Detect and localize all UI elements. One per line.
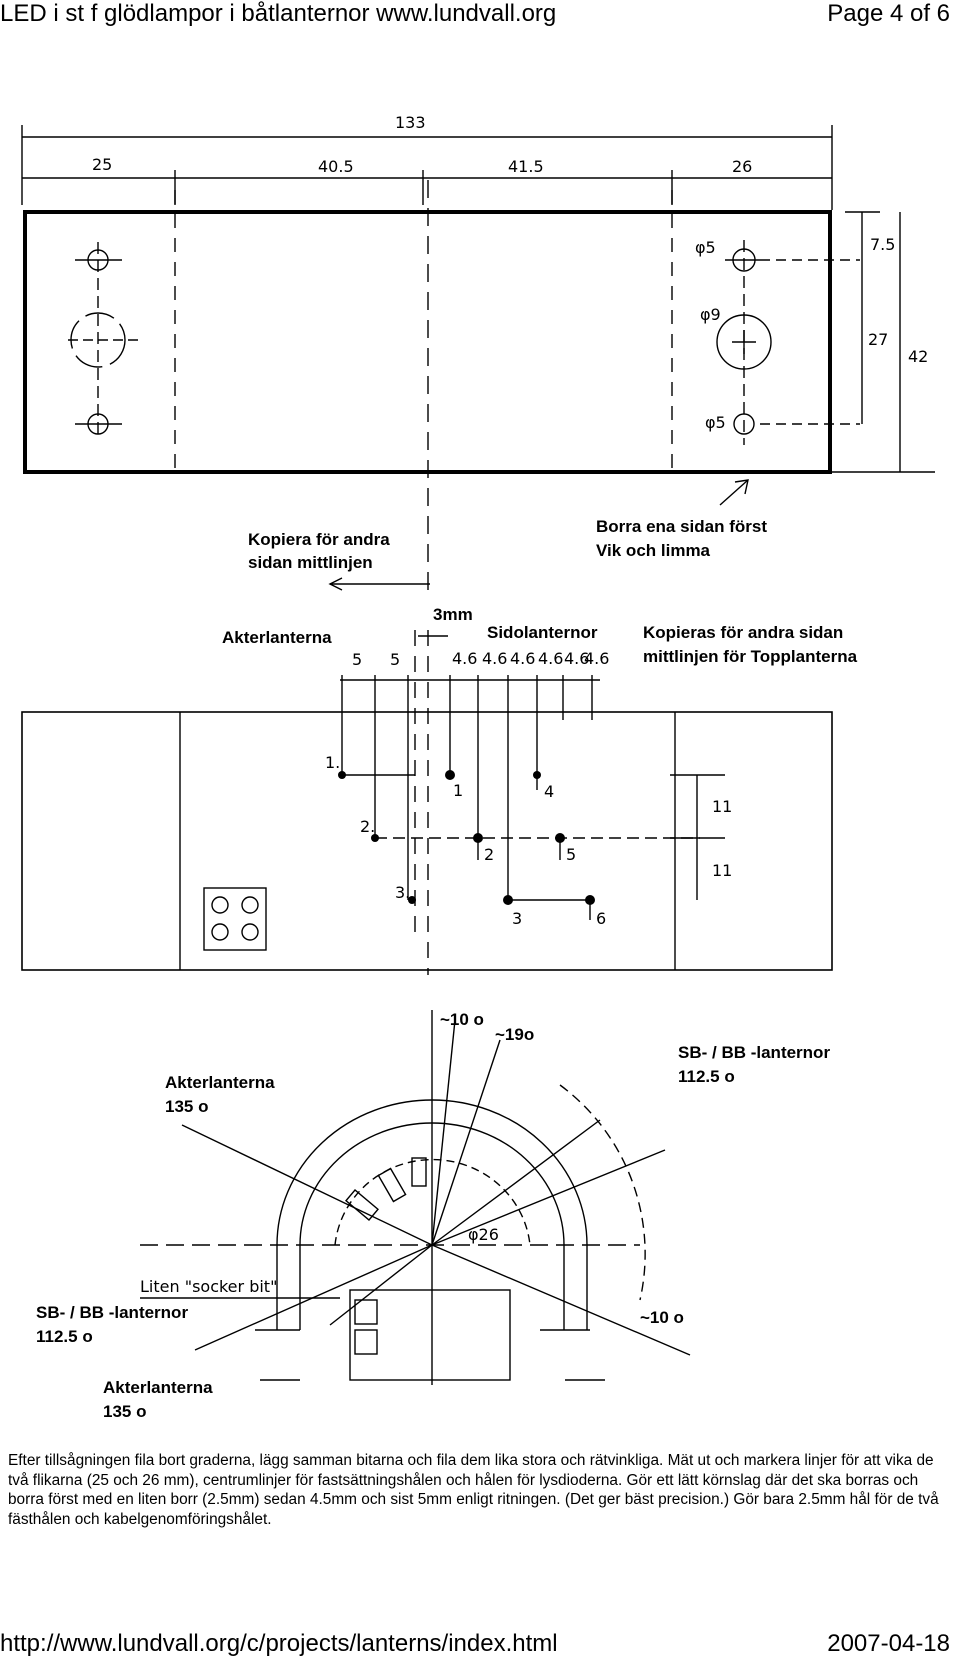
technical-drawing: 133 25 40.5 41.5 26 φ5 φ9 φ5 7.5 27 42 B… xyxy=(21,113,935,1421)
point-label-right-4: 4 xyxy=(544,782,554,801)
point-label-left-3: 3. xyxy=(395,883,410,902)
dim-total: 133 xyxy=(395,113,426,132)
sb-bb-right-line2: 112.5 o xyxy=(678,1067,735,1086)
label-kopieras-line2: mittlinjen för Topplanterna xyxy=(643,647,858,666)
akter-bottom-line2: 135 o xyxy=(103,1402,146,1421)
label-akterlanterna: Akterlanterna xyxy=(222,628,332,647)
akter-bottom-line1: Akterlanterna xyxy=(103,1378,213,1397)
dim-side-2: 4.6 xyxy=(482,649,507,668)
dim-part-3: 41.5 xyxy=(508,157,544,176)
plate-drawing xyxy=(21,125,935,591)
page-number: Page 4 of 6 xyxy=(827,0,950,27)
point-label-left-1: 1. xyxy=(325,753,340,772)
note-borra-line1: Borra ena sidan först xyxy=(596,517,767,536)
point-label-right-3: 3 xyxy=(512,909,522,928)
dim-left-1: 5 xyxy=(352,650,362,669)
label-3mm: 3mm xyxy=(433,605,473,624)
page-header-title: LED i st f glödlampor i båtlanternor www… xyxy=(0,0,557,27)
hole-label-2: φ9 xyxy=(700,305,721,324)
hole-label-3: φ5 xyxy=(705,413,726,432)
dim-side-3: 4.6 xyxy=(510,649,535,668)
point-label-right-2: 2 xyxy=(484,845,494,864)
angle-19: ~19o xyxy=(495,1025,534,1044)
sb-bb-left-line2: 112.5 o xyxy=(36,1327,93,1346)
note-kopiera-line2: sidan mittlinjen xyxy=(248,553,373,572)
led-socket-sketch xyxy=(203,887,267,951)
dim-side-1: 4.6 xyxy=(452,649,477,668)
right-dim-11-b: 11 xyxy=(712,861,732,880)
led-layout-drawing xyxy=(21,630,833,975)
footer-date: 2007-04-18 xyxy=(827,1630,950,1657)
right-dim-11-a: 11 xyxy=(712,797,732,816)
angle-diagram xyxy=(140,1010,691,1385)
phi26-label: φ26 xyxy=(468,1225,499,1244)
label-sidolanternor: Sidolanternor xyxy=(487,623,598,642)
right-dim-1: 7.5 xyxy=(870,235,895,254)
point-label-right-1: 1 xyxy=(453,781,463,800)
dim-part-1: 25 xyxy=(92,155,112,174)
hole-label-1: φ5 xyxy=(695,238,716,257)
label-kopieras-line1: Kopieras för andra sidan xyxy=(643,623,843,642)
akter-top-line1: Akterlanterna xyxy=(165,1073,275,1092)
angle-10-right: ~10 o xyxy=(640,1308,684,1327)
dim-side-6: 4.6 xyxy=(584,649,609,668)
sb-bb-left-line1: SB- / BB -lanternor xyxy=(36,1303,188,1322)
note-borra-line2: Vik och limma xyxy=(596,541,711,560)
dim-side-4: 4.6 xyxy=(538,649,563,668)
instruction-paragraph: Efter tillsågningen fila bort graderna, … xyxy=(8,1452,939,1528)
dim-part-4: 26 xyxy=(732,157,752,176)
dim-left-2: 5 xyxy=(390,650,400,669)
dim-side-5: 4.6 xyxy=(564,649,589,668)
akter-top-line2: 135 o xyxy=(165,1097,208,1116)
right-dim-2: 27 xyxy=(868,330,888,349)
point-label-right-6: 6 xyxy=(596,909,606,928)
point-label-right-5: 5 xyxy=(566,845,576,864)
angle-10-top: ~10 o xyxy=(440,1010,484,1029)
sb-bb-right-line1: SB- / BB -lanternor xyxy=(678,1043,830,1062)
footer-url[interactable]: http://www.lundvall.org/c/projects/lante… xyxy=(0,1630,558,1657)
liten-socker-bit-label: Liten "socker bit" xyxy=(140,1277,277,1296)
dim-part-2: 40.5 xyxy=(318,157,354,176)
point-label-left-2: 2. xyxy=(360,817,375,836)
right-dim-3: 42 xyxy=(908,347,928,366)
note-kopiera-line1: Kopiera för andra xyxy=(248,530,390,549)
